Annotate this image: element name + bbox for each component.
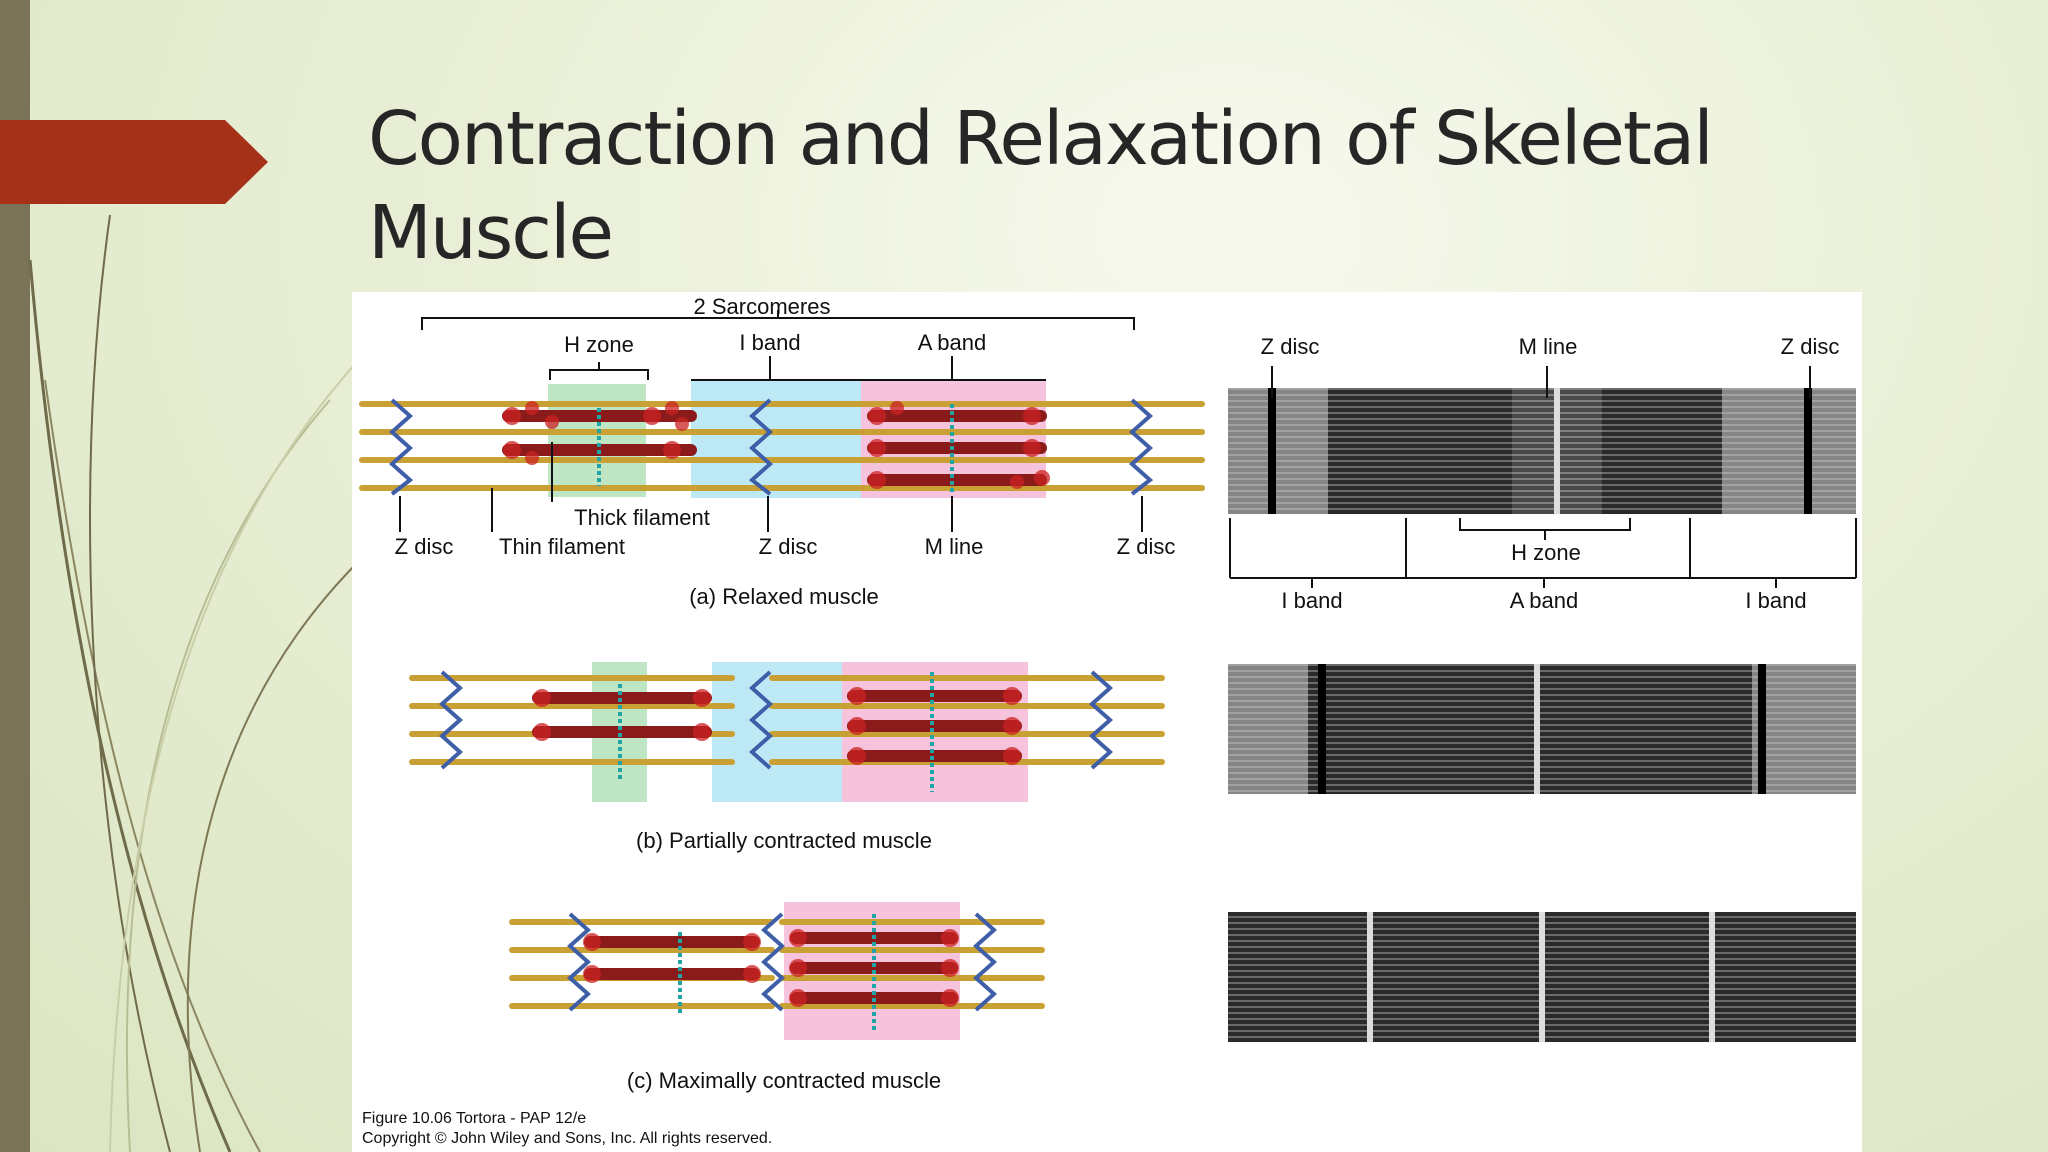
micro-label-i-band-right: I band [1745, 588, 1806, 613]
label-i-band: I band [739, 330, 800, 355]
title-accent-arrow [0, 120, 268, 204]
sarcomere-figure: 2 Sarcomeres H zone I band A band [352, 292, 1862, 1152]
caption-relaxed: (a) Relaxed muscle [689, 584, 879, 609]
micro-label-m-line: M line [1519, 334, 1578, 359]
caption-partially-contracted: (b) Partially contracted muscle [636, 828, 932, 853]
label-z-disc-left: Z disc [395, 534, 454, 559]
i-band-region [691, 380, 861, 498]
partially-contracted-micrograph [1228, 664, 1856, 794]
decorative-swoosh [28, 214, 420, 1152]
label-thick-filament: Thick filament [574, 505, 710, 530]
micro-label-a-band: A band [1510, 588, 1579, 613]
label-m-line: M line [925, 534, 984, 559]
label-a-band: A band [918, 330, 987, 355]
label-h-zone: H zone [564, 332, 634, 357]
label-2-sarcomeres: 2 Sarcomeres [694, 294, 831, 319]
label-z-disc-right: Z disc [1117, 534, 1176, 559]
caption-maximally-contracted: (c) Maximally contracted muscle [627, 1068, 941, 1093]
label-thin-filament: Thin filament [499, 534, 625, 559]
figure-copyright: Copyright © John Wiley and Sons, Inc. Al… [362, 1130, 773, 1147]
micro-label-h-zone: H zone [1511, 540, 1581, 565]
maximally-contracted-micrograph [1228, 912, 1856, 1042]
micro-label-z-disc-left: Z disc [1261, 334, 1320, 359]
micro-label-i-band-left: I band [1281, 588, 1342, 613]
slide-title: Contraction and Relaxation of Skeletal M… [368, 96, 1714, 276]
sarcomere-diagram: 2 Sarcomeres H zone I band A band [359, 294, 1857, 1093]
maximally-contracted-schematic: (c) Maximally contracted muscle [509, 902, 1045, 1093]
micro-label-z-disc-right: Z disc [1781, 334, 1840, 359]
partially-contracted-schematic: (b) Partially contracted muscle [409, 662, 1165, 853]
relaxed-micrograph: Z disc M line Z disc H zone I band A ban… [1228, 334, 1857, 613]
label-z-disc-mid: Z disc [759, 534, 818, 559]
figure-credit: Figure 10.06 Tortora - PAP 12/e [362, 1110, 587, 1127]
relaxed-schematic: 2 Sarcomeres H zone I band A band [359, 294, 1205, 609]
